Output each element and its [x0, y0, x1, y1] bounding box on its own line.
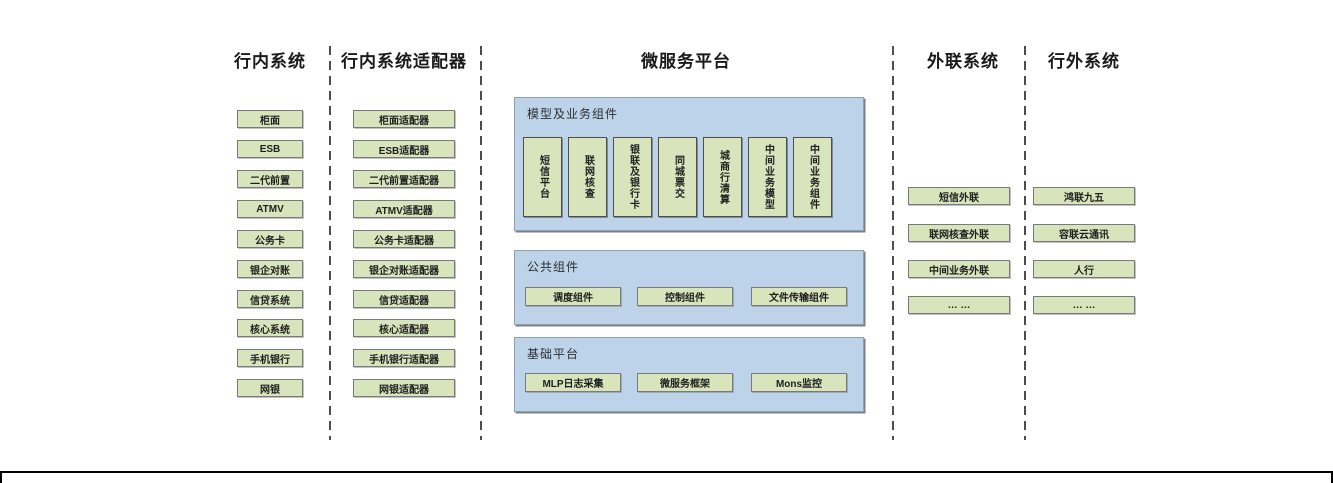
- external-link-box: 联网核查外联: [908, 224, 1010, 242]
- column-header-microservice-platform: 微服务平台: [641, 52, 731, 71]
- column-divider: [1024, 46, 1026, 440]
- business-component-box: 中间业务模型: [748, 137, 787, 217]
- external-link-box: … …: [908, 296, 1010, 314]
- business-component-box: 同城票交: [658, 137, 697, 217]
- column-header-outside-systems: 行外系统: [1048, 52, 1120, 71]
- adapter-box: 信贷适配器: [353, 290, 455, 308]
- outside-system-box: 人行: [1033, 260, 1135, 278]
- internal-system-box: 手机银行: [237, 349, 303, 367]
- external-link-box: 中间业务外联: [908, 260, 1010, 278]
- panel-title-common-components: 公共组件: [527, 260, 580, 274]
- adapter-box: 核心适配器: [353, 319, 455, 337]
- adapter-box: 二代前置适配器: [353, 170, 455, 188]
- column-header-internal-adapters: 行内系统适配器: [341, 52, 467, 71]
- page-corner-right: [1331, 471, 1333, 483]
- external-link-box: 短信外联: [908, 187, 1010, 205]
- adapter-box: 网银适配器: [353, 379, 455, 397]
- page-bottom-rule: [0, 471, 1333, 473]
- column-divider: [892, 46, 894, 440]
- common-component-box: 文件传输组件: [751, 287, 847, 306]
- business-component-box: 短信平台: [523, 137, 562, 217]
- internal-system-box: 银企对账: [237, 260, 303, 278]
- outside-system-box: 鸿联九五: [1033, 187, 1135, 205]
- adapter-box: ATMV适配器: [353, 200, 455, 218]
- outside-system-box: 容联云通讯: [1033, 224, 1135, 242]
- column-header-internal-systems: 行内系统: [234, 52, 306, 71]
- base-platform-box: MLP日志采集: [525, 373, 621, 392]
- column-divider: [480, 46, 482, 440]
- business-component-box: 银联及银行卡: [613, 137, 652, 217]
- business-component-box: 中间业务组件: [793, 137, 832, 217]
- internal-system-box: 公务卡: [237, 230, 303, 248]
- page-corner-left: [0, 471, 2, 483]
- column-header-external-link: 外联系统: [927, 52, 999, 71]
- base-platform-box: Mons监控: [751, 373, 847, 392]
- adapter-box: 柜面适配器: [353, 110, 455, 128]
- adapter-box: 银企对账适配器: [353, 260, 455, 278]
- outside-system-box: … …: [1033, 296, 1135, 314]
- panel-title-base-platform: 基础平台: [527, 347, 580, 361]
- common-component-box: 调度组件: [525, 287, 621, 306]
- column-divider: [329, 46, 331, 440]
- internal-system-box: ATMV: [237, 200, 303, 218]
- adapter-box: 手机银行适配器: [353, 349, 455, 367]
- business-component-box: 联网核查: [568, 137, 607, 217]
- adapter-box: ESB适配器: [353, 140, 455, 158]
- internal-system-box: 网银: [237, 379, 303, 397]
- internal-system-box: 柜面: [237, 110, 303, 128]
- common-component-box: 控制组件: [637, 287, 733, 306]
- base-platform-box: 微服务框架: [637, 373, 733, 392]
- internal-system-box: ESB: [237, 140, 303, 158]
- internal-system-box: 信贷系统: [237, 290, 303, 308]
- business-component-box: 城商行清算: [703, 137, 742, 217]
- internal-system-box: 二代前置: [237, 170, 303, 188]
- adapter-box: 公务卡适配器: [353, 230, 455, 248]
- panel-title-model-business: 模型及业务组件: [527, 107, 619, 121]
- internal-system-box: 核心系统: [237, 319, 303, 337]
